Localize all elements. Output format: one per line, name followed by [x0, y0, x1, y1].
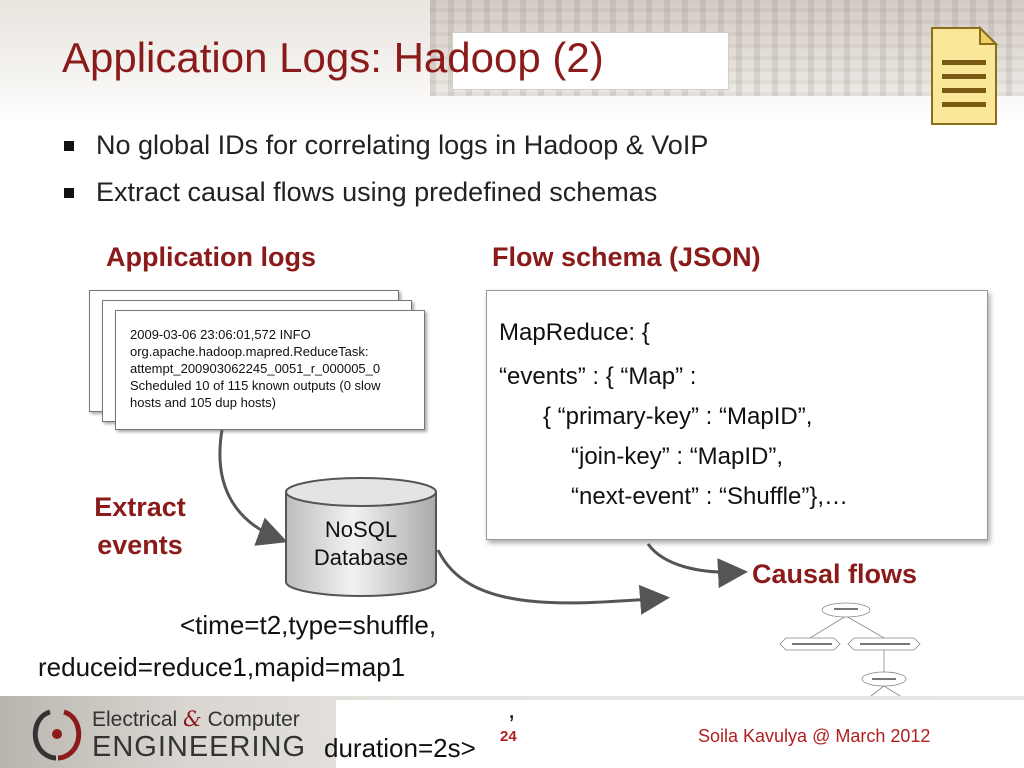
tuple-line: <time=t2,type=shuffle, [180, 610, 437, 640]
app-logs-heading: Application logs [106, 242, 317, 272]
footer-panel [480, 700, 1024, 768]
db-to-flows-arrow [436, 549, 670, 615]
schema-to-flows-arrow [646, 543, 748, 589]
bullet-square-icon [64, 188, 74, 198]
document-icon [931, 25, 999, 125]
database-icon [285, 477, 437, 597]
bullet-text: Extract causal flows using predefined sc… [96, 177, 658, 207]
tuple-line: duration=2s> [324, 733, 476, 763]
extract-events-label: Extract events [82, 488, 198, 564]
database-label: NoSQL Database [286, 516, 436, 572]
log-line: Scheduled 10 of 115 known outputs (0 slo… [130, 378, 381, 393]
title-part1: Application Logs: [62, 34, 394, 81]
db-line: NoSQL [324, 517, 398, 542]
log-card-front: 2009-03-06 23:06:01,572 INFO org.apache.… [115, 310, 425, 430]
bullet-text: No global IDs for correlating logs in Ha… [96, 130, 709, 160]
brand-word: Computer [201, 708, 300, 731]
tuple-line: , [508, 694, 516, 724]
brand-word: Electrical [92, 708, 184, 731]
bullet-list: No global IDs for correlating logs in Ha… [62, 130, 708, 224]
extract-line: Extract [94, 492, 186, 522]
page-number: 24 [500, 728, 517, 745]
page-title: Application Logs: Hadoop (2) [62, 34, 604, 82]
log-line: hosts and 105 dup hosts) [130, 395, 276, 410]
flow-schema-box: MapReduce: { “events” : { “Map” : { “pri… [486, 290, 988, 540]
log-line: org.apache.hadoop.mapred.ReduceTask: [130, 344, 369, 359]
schema-line: “events” : { “Map” : [499, 363, 697, 390]
schema-line: { “primary-key” : “MapID”, [543, 403, 813, 430]
log-line: attempt_200903062245_0051_r_000005_0 [130, 361, 381, 376]
extract-line: events [97, 530, 183, 560]
author-date: Soila Kavulya @ March 2012 [698, 726, 931, 746]
schema-line: “join-key” : “MapID”, [571, 443, 784, 470]
schema-line: “next-event” : “Shuffle”},… [571, 483, 849, 510]
tuple-line: reduceid=reduce1,mapid=map1 [38, 652, 406, 682]
schema-line: MapReduce: { [499, 319, 650, 346]
title-part2: Hadoop (2) [393, 34, 604, 81]
brand-ampersand: & [183, 707, 202, 731]
bullet-item: Extract causal flows using predefined sc… [62, 177, 708, 208]
causal-flows-label: Causal flows [752, 559, 918, 589]
brand-line1: Electrical & Computer [92, 707, 300, 732]
brand-line2: ENGINEERING [92, 731, 307, 763]
ece-logo-icon [32, 709, 82, 761]
logs-to-db-arrow [218, 429, 288, 546]
db-line: Database [313, 545, 409, 570]
bullet-square-icon [64, 141, 74, 151]
log-text: 2009-03-06 23:06:01,572 INFO org.apache.… [130, 326, 381, 411]
title-highlight-box [452, 32, 729, 90]
footer-panel [336, 700, 480, 768]
flow-schema-heading: Flow schema (JSON) [492, 242, 761, 272]
log-line: 2009-03-06 23:06:01,572 INFO [130, 327, 311, 342]
bullet-item: No global IDs for correlating logs in Ha… [62, 130, 708, 161]
